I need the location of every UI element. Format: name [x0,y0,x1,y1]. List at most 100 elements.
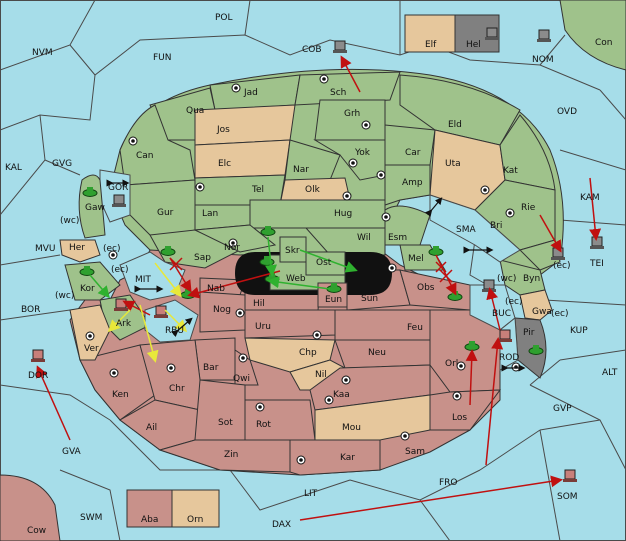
label-cob: COB [302,45,322,55]
label-nom: NOM [532,55,554,65]
label-alt: ALT [602,368,618,378]
province-cow[interactable] [0,474,61,541]
label-olk: Olk [305,185,321,195]
label-gvg: GVG [52,159,72,169]
label-sma: SMA [456,225,476,235]
army-unit[interactable] [79,266,95,276]
label-ovd: OVD [557,107,577,117]
label-uta: Uta [445,159,461,169]
label-kor: Kor [80,284,95,294]
province-aba[interactable] [126,489,173,528]
fleet-unit[interactable] [333,40,347,53]
move-arrow [267,276,331,290]
fleet-unit[interactable] [154,305,168,318]
province-pir[interactable] [514,317,547,379]
fleet-unit[interactable] [537,29,551,42]
province-ken[interactable] [79,344,156,421]
label-gur: Gur [157,208,174,218]
province-elc[interactable] [194,139,291,179]
label-kup: KUP [570,326,588,336]
province-sap[interactable] [149,229,242,269]
label-elf: Elf [425,40,437,50]
fleet-unit[interactable] [112,194,126,207]
province-orn[interactable] [171,489,220,528]
label-ken: Ken [112,390,129,400]
label-dax: DAX [272,520,291,530]
label-hel: Hel [466,40,481,50]
move-arrow [299,475,563,521]
fleet-unit[interactable] [551,247,565,260]
move-arrow [169,257,192,293]
province-rie[interactable] [519,239,561,271]
fleet-unit[interactable] [482,279,496,292]
province-sot[interactable] [194,379,246,441]
province-ost[interactable] [305,251,346,276]
fleet-unit[interactable] [114,298,128,311]
army-unit[interactable] [82,187,98,197]
move-arrow [539,214,562,253]
province-nor[interactable] [193,224,277,253]
army-unit[interactable] [160,246,176,256]
province-amp[interactable] [384,164,431,206]
label-bri: Bri [490,221,502,231]
label-rie: Rie [521,203,536,213]
province-skr-box[interactable] [279,236,307,263]
fleet-unit[interactable] [563,469,577,482]
label-con: Con [595,38,613,48]
failed-marks [169,257,453,283]
label-pol: POL [215,13,233,23]
label-sam: Sam [405,447,425,457]
label-skr: Skr [285,246,300,256]
fleet-unit[interactable] [31,349,45,362]
move-arrow [299,249,358,273]
province-bar[interactable] [194,337,236,381]
fleet-unit[interactable] [498,329,512,342]
fleet-unit[interactable] [590,236,604,249]
label-eun: Eun [325,295,342,305]
province-esm[interactable] [384,205,431,246]
label-kar: Kar [340,453,355,463]
province-elf[interactable] [404,14,456,53]
province-obs[interactable] [399,269,471,311]
province-her [59,239,101,263]
fleet-unit[interactable] [485,27,499,40]
province-gwa[interactable] [519,289,553,321]
label-nog: Nog [213,305,231,315]
label-bar: Bar [203,363,219,373]
label-kam: KAM [580,193,600,203]
province-grh[interactable] [314,99,386,141]
move-arrow [486,287,501,331]
province-car[interactable] [384,124,436,166]
province-jos[interactable] [194,104,296,146]
label-fro: FRO [439,478,458,488]
label-wc3: (wc) [55,291,74,301]
label-wc2: (wc) [497,274,516,284]
move-arrow [340,55,361,93]
label-mvu: MVU [35,244,56,254]
label-ost: Ost [316,258,332,268]
label-gor: GOR [108,183,128,193]
label-swm: SWM [80,513,102,523]
label-obs: Obs [417,283,435,293]
label-her: Her [69,243,85,253]
province-kar[interactable] [289,439,381,476]
label-ec1: (ec) [103,244,121,254]
province-sam[interactable] [379,429,471,471]
label-byn: Byn [523,274,540,284]
label-neu: Neu [368,348,386,358]
label-los: Los [452,413,467,423]
label-pir: Pir [523,328,535,338]
province-can[interactable] [119,104,196,186]
army-unit[interactable] [260,226,276,236]
province-con[interactable] [559,0,626,71]
army-unit[interactable] [528,345,544,355]
move-arrow [89,274,110,299]
label-zin: Zin [224,450,238,460]
province-hug[interactable] [249,199,386,229]
label-gvp: GVP [553,404,572,414]
province-wil[interactable] [304,227,386,256]
move-arrow [122,300,151,316]
sea-sma[interactable] [429,194,521,263]
move-arrow [36,365,71,441]
